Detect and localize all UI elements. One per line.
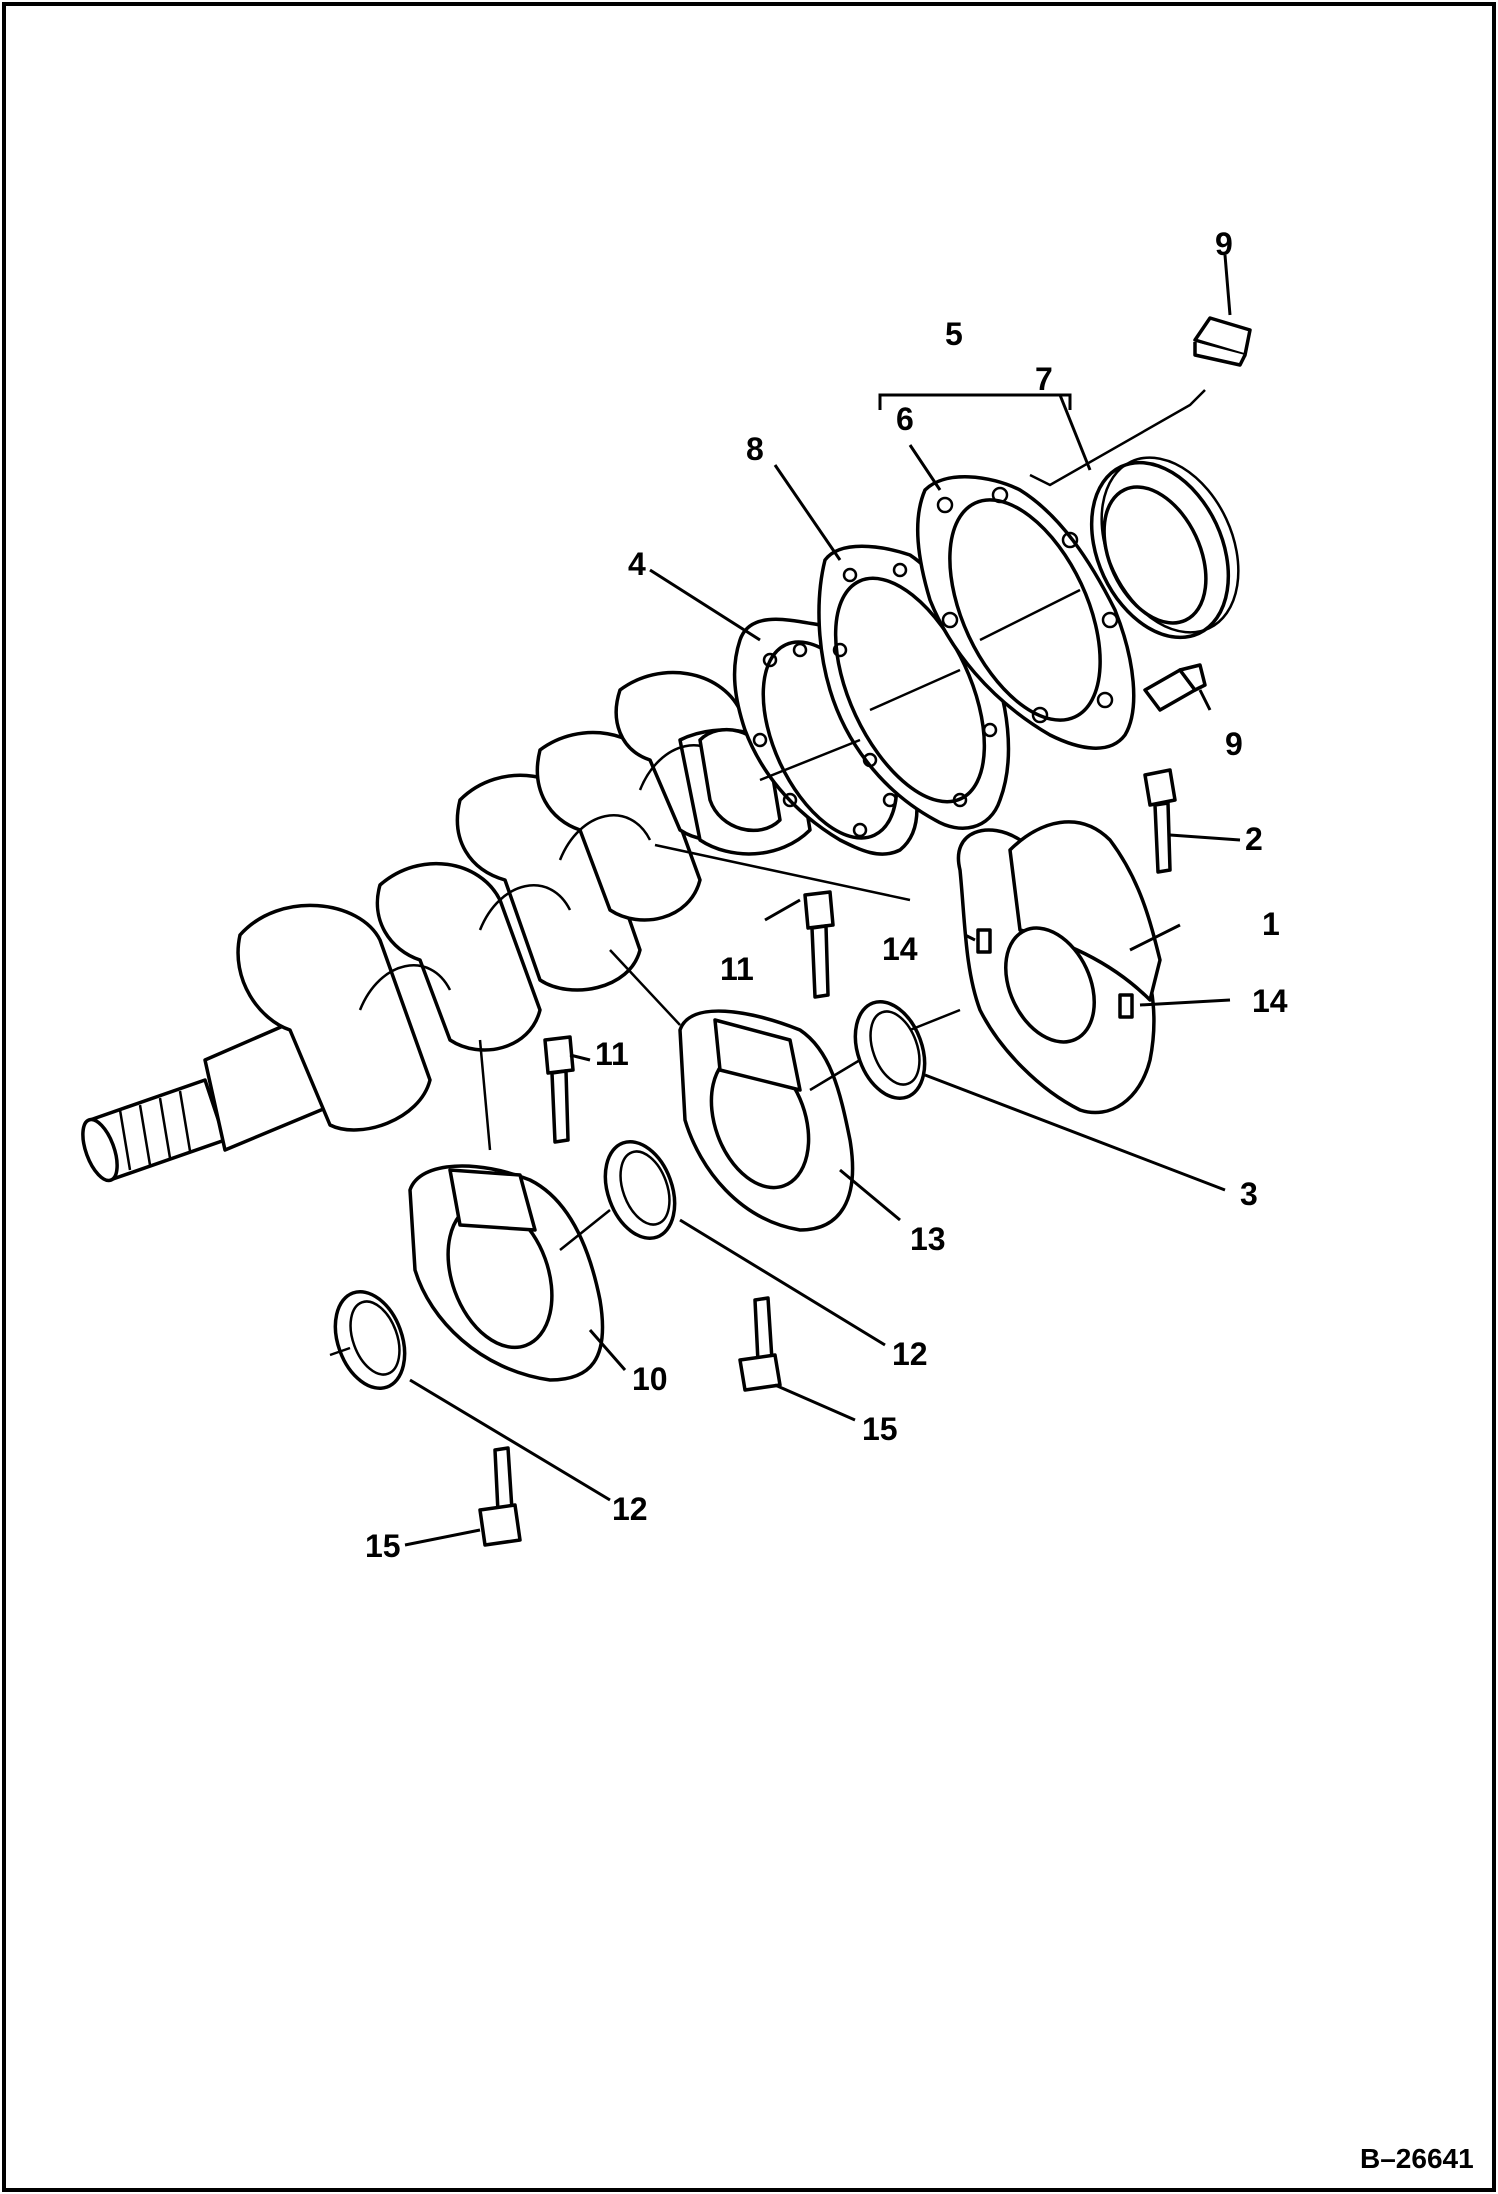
main-bearing-case-1 <box>956 820 1162 1115</box>
callout-3: 3 <box>1240 1176 1258 1212</box>
bolt-11-lower <box>543 1035 575 1144</box>
callout-12-middle: 12 <box>892 1336 928 1372</box>
bolt-2 <box>1143 768 1177 874</box>
callout-2: 2 <box>1245 821 1263 857</box>
callout-14-right: 14 <box>1252 983 1288 1019</box>
bolt-11-upper <box>803 890 835 999</box>
pin-14-right <box>1118 993 1134 1019</box>
callout-4: 4 <box>628 546 646 582</box>
bearing-3 <box>853 1000 927 1100</box>
bearing-12-lower <box>333 1290 407 1390</box>
main-bearing-case-13 <box>678 1009 855 1232</box>
callout-1: 1 <box>1262 906 1280 942</box>
pin-14-left <box>976 928 992 954</box>
callout-15-left: 15 <box>365 1528 401 1564</box>
oil-seal-case-6 <box>915 475 1136 750</box>
callout-11-upper: 11 <box>720 951 754 987</box>
callout-9-top: 9 <box>1215 226 1233 262</box>
callout-14-left: 14 <box>882 931 918 967</box>
main-bearing-case-10 <box>408 1164 605 1382</box>
callout-8: 8 <box>746 431 764 467</box>
oil-seal-7 <box>1089 456 1240 640</box>
callout-7: 7 <box>1035 361 1053 397</box>
callout-12-lower: 12 <box>612 1491 648 1527</box>
callout-6: 6 <box>896 401 914 437</box>
callout-15-right: 15 <box>862 1411 898 1447</box>
callout-5: 5 <box>945 316 963 352</box>
bolt-15-right <box>738 1296 782 1392</box>
bolt-9-upper <box>1193 316 1252 367</box>
callout-9-lower: 9 <box>1225 726 1243 762</box>
leader-lines <box>329 254 1241 1547</box>
bolt-9-lower <box>1143 663 1207 712</box>
callout-11-lower: 11 <box>595 1036 629 1072</box>
callout-10: 10 <box>632 1361 668 1397</box>
document-id: B–26641 <box>1360 2143 1474 2174</box>
callout-13: 13 <box>910 1221 946 1257</box>
bearing-12-middle <box>603 1140 677 1240</box>
bolt-15-left <box>478 1446 522 1547</box>
